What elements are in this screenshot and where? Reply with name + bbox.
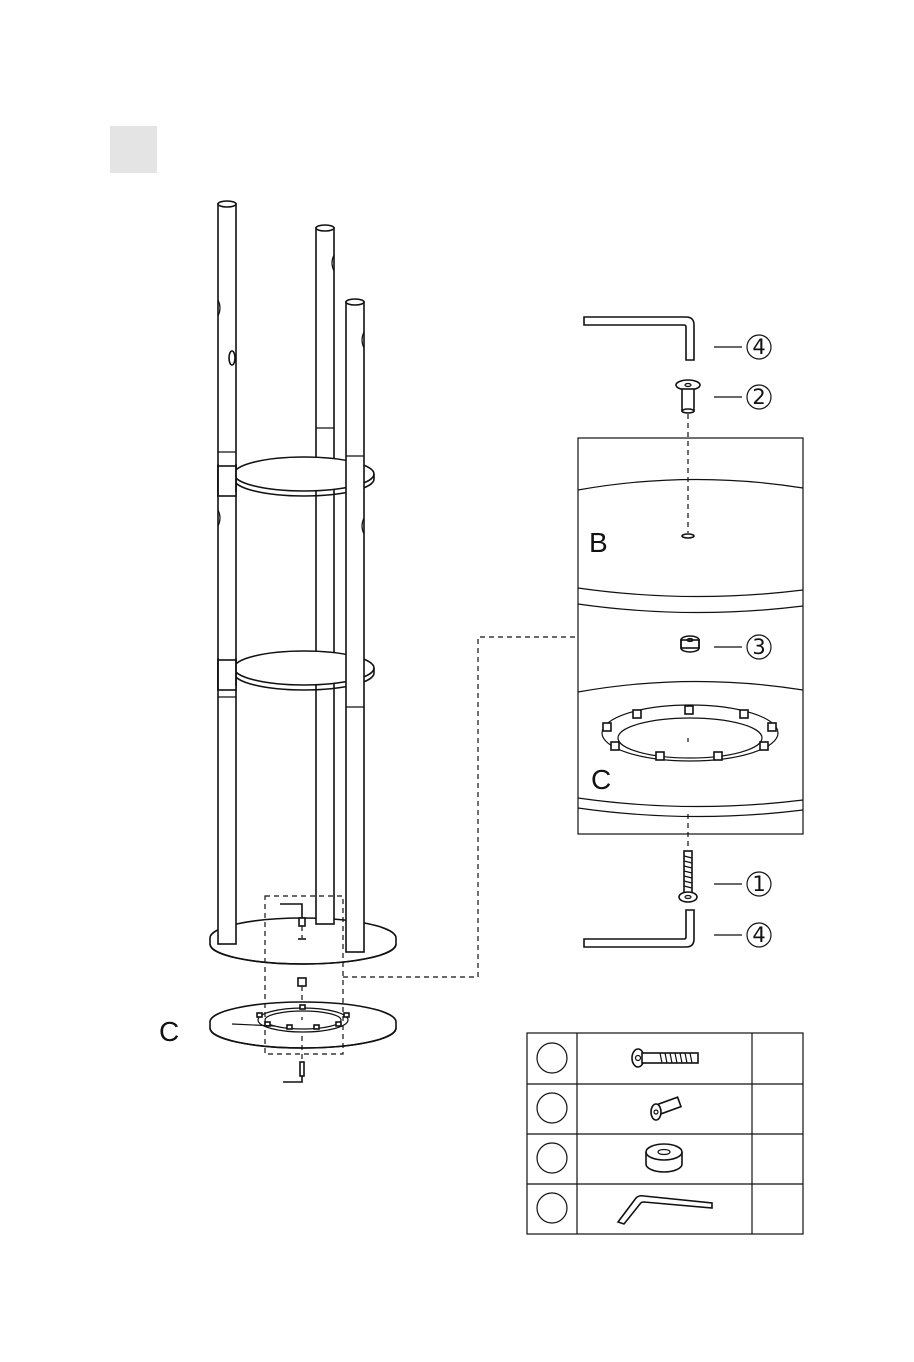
table-index-circle-2 — [537, 1093, 567, 1123]
allen-key-top — [584, 317, 694, 360]
bolt — [679, 851, 697, 902]
pole-back — [316, 225, 334, 924]
callout-number-1: 1 — [752, 872, 765, 896]
base-c-lugs — [603, 706, 776, 760]
coat-stand-assembled — [210, 201, 396, 1010]
allen-key-bottom — [584, 910, 694, 947]
spacer-ring-icon — [646, 1144, 682, 1172]
callout-number-4-top: 4 — [752, 335, 765, 359]
table-index-circle-4 — [537, 1193, 567, 1223]
pole-front-right — [346, 299, 364, 952]
callout-number-3: 3 — [752, 635, 765, 659]
callout-number-4-bottom: 4 — [752, 923, 765, 947]
label-base-c-main: C — [159, 1016, 179, 1047]
spacer — [681, 636, 699, 652]
table-index-circle-1 — [537, 1043, 567, 1073]
barrel-nut — [676, 380, 700, 413]
callout-number-2: 2 — [752, 385, 765, 409]
parts-table — [527, 1033, 803, 1234]
pole-left — [218, 201, 236, 944]
barrel-nut-icon — [651, 1097, 681, 1120]
label-base-c-detail: C — [591, 764, 611, 795]
base-disk-c-exploded — [210, 1002, 396, 1082]
label-shelf-b: B — [589, 527, 608, 558]
allen-key-icon — [618, 1196, 712, 1224]
exploded-detail — [578, 317, 803, 947]
bolt-icon — [632, 1049, 698, 1067]
table-index-circle-3 — [537, 1143, 567, 1173]
